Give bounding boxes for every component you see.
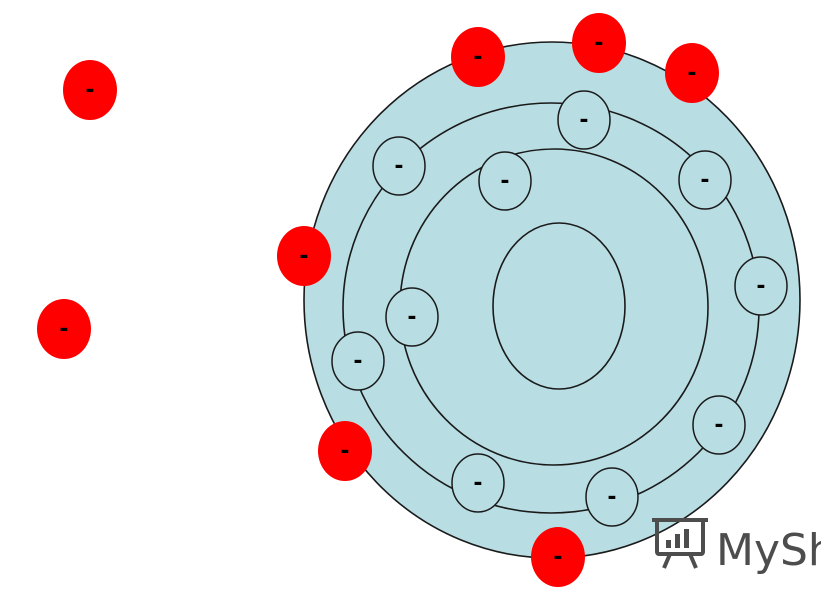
electron-charge-label: - bbox=[394, 154, 403, 179]
extra-electron: - bbox=[451, 27, 505, 87]
electron-charge-label: - bbox=[714, 413, 723, 438]
extra-electron: - bbox=[37, 299, 91, 359]
electron-charge-label: - bbox=[473, 45, 482, 70]
shell-electron: - bbox=[332, 332, 384, 390]
electron-charge-label: - bbox=[340, 439, 349, 464]
extra-electron: - bbox=[665, 43, 719, 103]
shell-electron: - bbox=[558, 91, 610, 149]
electron-charge-label: - bbox=[607, 485, 616, 510]
electron-charge-label: - bbox=[473, 471, 482, 496]
electron-charge-label: - bbox=[700, 168, 709, 193]
shell-electron: - bbox=[693, 396, 745, 454]
watermark: MySh bbox=[652, 520, 821, 576]
shell-electron: - bbox=[386, 288, 438, 346]
extra-electron: - bbox=[572, 13, 626, 73]
shell-electron: - bbox=[479, 152, 531, 210]
shell-electron: - bbox=[586, 468, 638, 526]
electron-charge-label: - bbox=[594, 31, 603, 56]
electron-charge-label: - bbox=[353, 349, 362, 374]
electron-charge-label: - bbox=[59, 317, 68, 342]
shell-electron: - bbox=[452, 454, 504, 512]
electron-charge-label: - bbox=[407, 305, 416, 330]
atom-shells bbox=[304, 42, 800, 558]
shell-electron: - bbox=[735, 257, 787, 315]
extra-electron: - bbox=[63, 60, 117, 120]
electron-charge-label: - bbox=[687, 61, 696, 86]
electron-charge-label: - bbox=[85, 78, 94, 103]
electron-charge-label: - bbox=[756, 274, 765, 299]
electron-charge-label: - bbox=[299, 244, 308, 269]
shell-electron: - bbox=[373, 137, 425, 195]
outer-shell bbox=[304, 42, 800, 558]
shell-electron: - bbox=[679, 151, 731, 209]
electron-charge-label: - bbox=[579, 108, 588, 133]
extra-electron: - bbox=[318, 421, 372, 481]
watermark-text: MySh bbox=[716, 525, 821, 576]
extra-electron: - bbox=[531, 527, 585, 587]
electron-charge-label: - bbox=[553, 545, 562, 570]
extra-electron: - bbox=[277, 226, 331, 286]
electron-charge-label: - bbox=[500, 169, 509, 194]
